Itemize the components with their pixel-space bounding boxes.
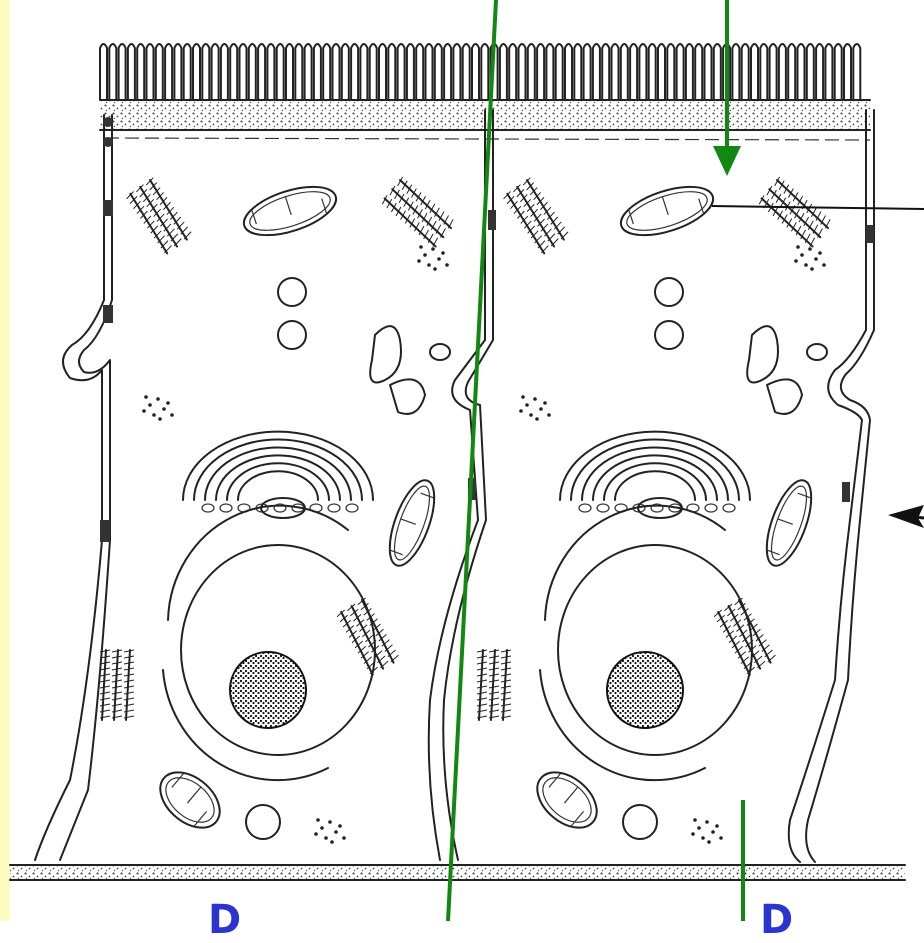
vesicle xyxy=(278,321,306,349)
mitochondrion xyxy=(238,177,342,245)
green-pointer-line-1 xyxy=(448,0,496,921)
mitochondrion xyxy=(150,761,230,838)
vesicle xyxy=(655,278,683,306)
cell-left xyxy=(100,177,456,844)
rough-er xyxy=(758,177,833,248)
rough-er xyxy=(100,650,134,720)
smooth-er xyxy=(370,326,450,414)
green-arrowhead xyxy=(713,146,741,176)
mitochondrion xyxy=(381,475,444,571)
vesicle xyxy=(246,805,280,839)
smooth-er xyxy=(747,326,827,414)
nucleus xyxy=(540,506,752,780)
rough-er xyxy=(125,178,193,255)
bottom-label-left: D xyxy=(208,900,241,940)
cell-right xyxy=(477,177,833,844)
microvilli-brush-border xyxy=(100,44,860,100)
nucleus xyxy=(163,506,375,780)
black-arrowhead xyxy=(888,505,924,528)
basal-lamina xyxy=(10,866,905,879)
rough-er xyxy=(381,177,456,248)
rough-er xyxy=(502,178,570,255)
mitochondrion xyxy=(758,475,821,571)
vesicle xyxy=(655,321,683,349)
black-leader-line xyxy=(712,206,924,209)
epithelium-figure: D D xyxy=(0,0,924,921)
free-ribosomes xyxy=(519,395,551,421)
free-ribosomes xyxy=(314,818,346,844)
nucleolus xyxy=(607,652,683,728)
vesicle xyxy=(278,278,306,306)
rough-er xyxy=(477,650,511,720)
free-ribosomes xyxy=(417,245,449,271)
epithelium-diagram xyxy=(0,0,924,921)
mitochondrion xyxy=(615,177,719,245)
bottom-label-right: D xyxy=(760,900,793,940)
vesicle xyxy=(623,805,657,839)
free-ribosomes xyxy=(691,818,723,844)
free-ribosomes xyxy=(142,395,174,421)
nucleolus xyxy=(230,652,306,728)
free-ribosomes xyxy=(794,245,826,271)
mitochondrion xyxy=(527,761,607,838)
